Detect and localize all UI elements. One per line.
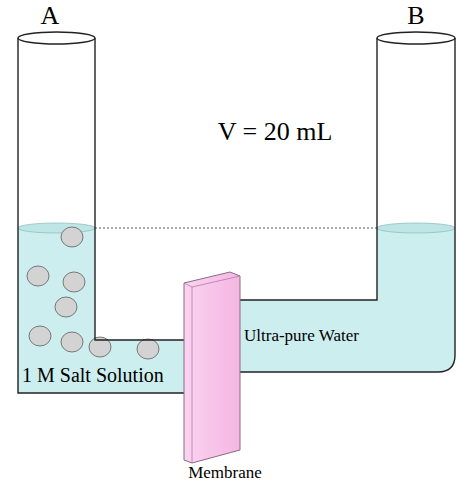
salt-solution-region: 1 M Salt Solution xyxy=(20,360,192,392)
liquid-surface xyxy=(18,223,95,233)
salt-solution-fill xyxy=(18,228,192,393)
level-line xyxy=(95,228,377,229)
node-text: Membrane xyxy=(188,464,262,483)
liquid-surface xyxy=(377,223,455,233)
volume-label: V = 20 mL xyxy=(218,118,333,147)
salt-particles xyxy=(27,227,159,359)
water-region: Ultra-pure Water xyxy=(240,322,377,352)
node-text: 1 M Salt Solution xyxy=(22,364,164,386)
tube-letter: A xyxy=(41,2,60,31)
membrane-edge xyxy=(184,276,240,463)
membrane-label-box: Membrane xyxy=(170,464,280,483)
membrane-shape xyxy=(184,272,240,463)
node-text: Ultra-pure Water xyxy=(244,327,359,346)
tube-letter: B xyxy=(407,2,424,31)
